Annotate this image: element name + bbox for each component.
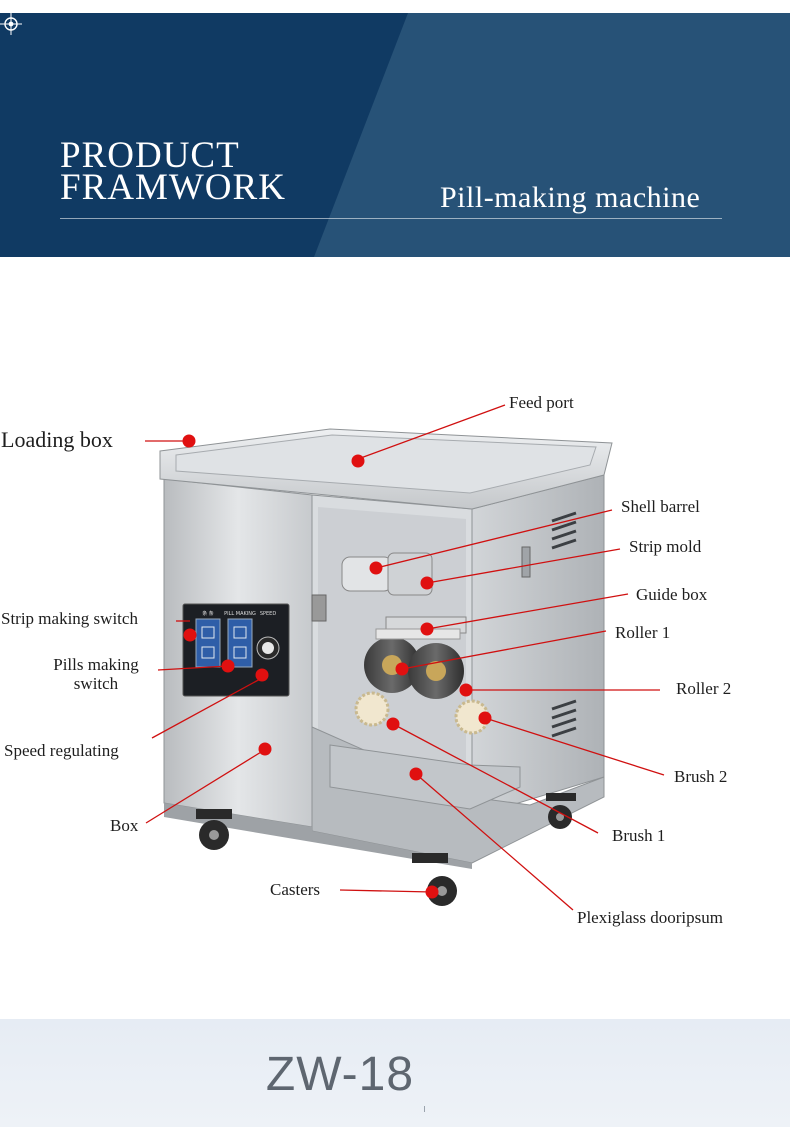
label-brush-1: Brush 1: [612, 826, 666, 845]
banner-divider: [60, 218, 722, 219]
label-guide-box: Guide box: [636, 585, 708, 604]
model-number: ZW-18: [265, 1048, 415, 1101]
label-pills-making-switch: Pills making switch: [36, 655, 156, 693]
label-speed-regulating: Speed regulating: [4, 741, 119, 760]
footer-tick: [424, 1106, 425, 1112]
banner-background: [0, 13, 790, 257]
label-pills-making-switch-line1: Pills making: [53, 655, 139, 674]
crosshair-target-icon: [0, 13, 22, 35]
label-casters: Casters: [270, 880, 321, 899]
svg-text:PILL MAKING: PILL MAKING: [224, 611, 256, 617]
label-roller-2: Roller 2: [676, 679, 732, 698]
machine-diagram: 条 条 PILL MAKING SPEED: [0, 257, 790, 1019]
machine-illustration: 条 条 PILL MAKING SPEED: [145, 404, 665, 911]
label-strip-making-switch: Strip making switch: [1, 609, 138, 628]
label-loading-box: Loading box: [1, 427, 113, 452]
label-pills-making-switch-line2: switch: [73, 674, 119, 693]
label-plexiglass-door: Plexiglass dooripsum: [577, 908, 723, 927]
label-box: Box: [110, 816, 139, 835]
banner-title-line2: FRAMWORK: [60, 167, 286, 208]
banner-subtitle: Pill-making machine: [440, 181, 701, 214]
svg-text:条 条: 条 条: [202, 610, 214, 617]
label-roller-1: Roller 1: [615, 623, 671, 642]
model-footer: ZW-18: [0, 1019, 790, 1127]
label-strip-mold: Strip mold: [629, 537, 702, 556]
label-shell-barrel: Shell barrel: [621, 497, 700, 516]
label-brush-2: Brush 2: [674, 767, 728, 786]
banner-title-line1: PRODUCT: [60, 135, 240, 176]
header-banner: PRODUCT FRAMWORK Pill-making machine: [0, 13, 790, 257]
label-feed-port: Feed port: [509, 393, 574, 412]
svg-text:SPEED: SPEED: [260, 611, 277, 617]
